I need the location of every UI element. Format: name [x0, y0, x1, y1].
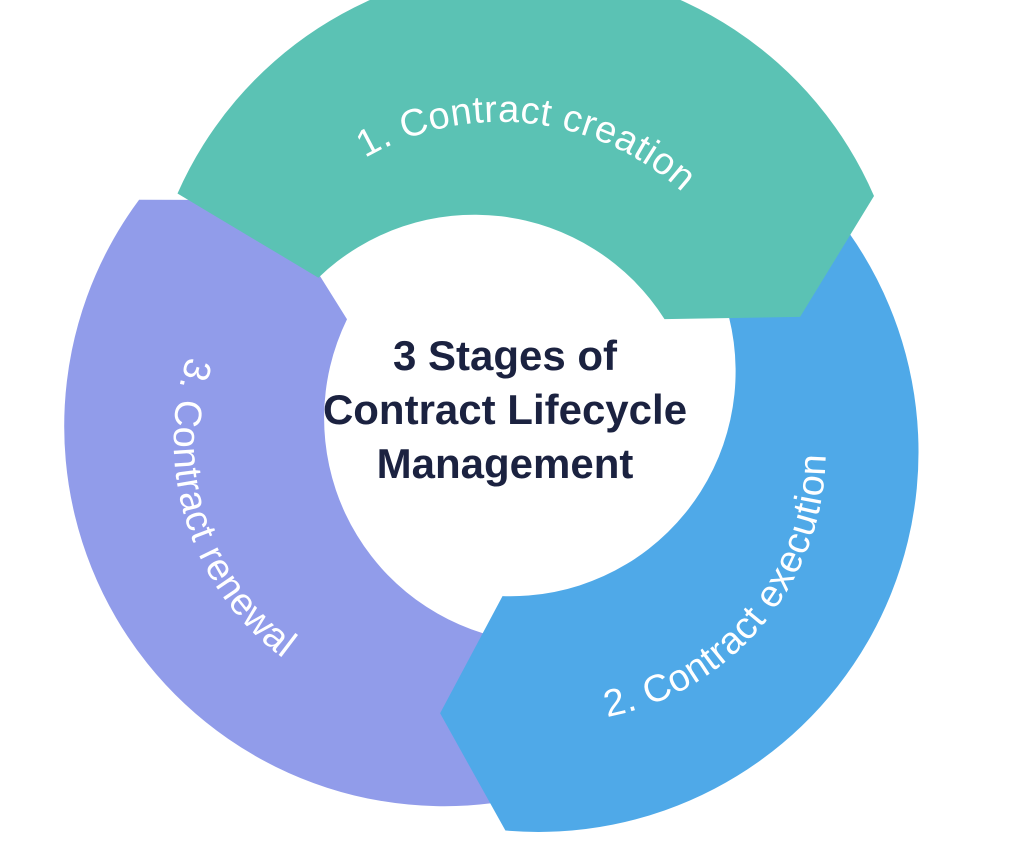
center-title-line2: Contract Lifecycle — [323, 386, 687, 433]
stage-renewal-arrow — [64, 199, 496, 807]
stage-execution-arrow — [440, 233, 919, 832]
center-title-line3: Management — [377, 440, 634, 487]
stage-creation-arrow — [177, 0, 874, 320]
center-title-line1: 3 Stages of — [393, 332, 618, 379]
